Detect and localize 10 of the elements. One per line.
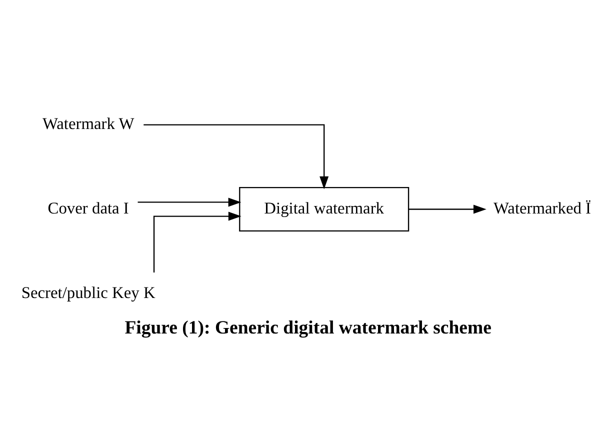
- node-text: Cover data I: [48, 198, 129, 218]
- caption: Figure (1): Generic digital watermark scheme: [124, 316, 492, 338]
- arrow: [153, 211, 242, 272]
- arrow: [138, 197, 242, 206]
- arrow: [144, 124, 329, 189]
- node-box: Digital watermark: [239, 186, 410, 232]
- node-text: Secret/public Key K: [21, 282, 156, 302]
- arrow: [408, 204, 486, 214]
- node-text: Watermarked Ï: [493, 198, 592, 218]
- node-text: Watermark W: [42, 114, 134, 133]
